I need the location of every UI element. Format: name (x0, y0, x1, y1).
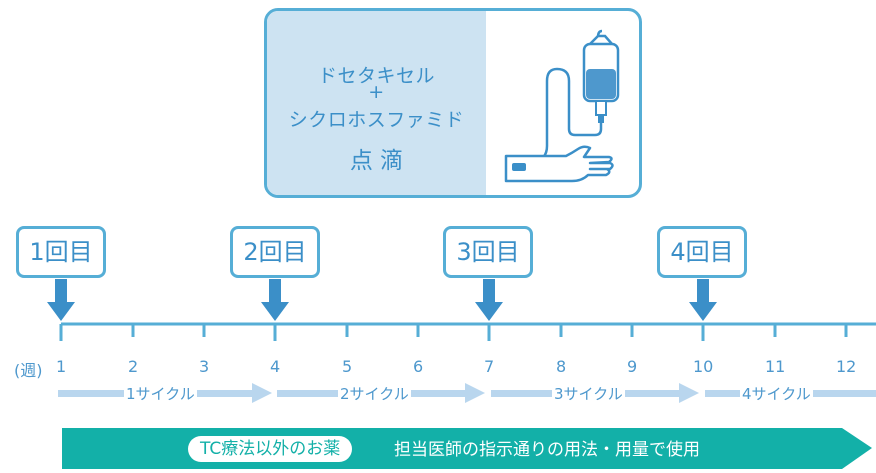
drug-name-docetaxel: ドセタキセル (317, 65, 435, 87)
week-label-9: 9 (627, 357, 638, 376)
iv-drip-icon (504, 29, 620, 183)
week-label-12: 12 (836, 357, 857, 376)
dose-arrow-2 (261, 279, 289, 321)
drug-name-panel (267, 11, 486, 195)
drug-info-box: ドセタキセル + シクロホスファミド 点 滴 (264, 8, 642, 198)
cycle-label-1: 1サイクル (124, 383, 197, 404)
cycle-label-4: 4サイクル (740, 383, 813, 404)
dose-arrow-4 (689, 279, 717, 321)
cycle-label-3: 3サイクル (552, 383, 625, 404)
dose-box-2: 2回目 (230, 226, 320, 278)
drug-name-cyclophosphamide: シクロホスファミド (288, 109, 465, 131)
dose-box-1: 1回目 (16, 226, 106, 278)
week-label-3: 3 (199, 357, 210, 376)
drug-route-label: 点 滴 (349, 148, 404, 174)
drug-plus-sign: + (368, 81, 385, 103)
week-label-2: 2 (128, 357, 139, 376)
week-label-5: 5 (342, 357, 353, 376)
banner-pill-label: TC療法以外のお薬 (188, 436, 353, 462)
dose-box-4: 4回目 (657, 226, 747, 278)
week-label-1: 1 (56, 357, 67, 376)
week-label-11: 11 (765, 357, 786, 376)
week-label-8: 8 (556, 357, 567, 376)
dose-box-3: 3回目 (443, 226, 533, 278)
dose-arrow-3 (475, 279, 503, 321)
week-label-4: 4 (270, 357, 281, 376)
week-label-10: 10 (693, 357, 714, 376)
banner-description: 担当医師の指示通りの用法・用量で使用 (394, 440, 700, 460)
week-unit-label: (週) (14, 361, 43, 380)
week-label-6: 6 (413, 357, 424, 376)
dose-arrow-1 (47, 279, 75, 321)
cycle-label-2: 2サイクル (338, 383, 411, 404)
week-label-7: 7 (484, 357, 495, 376)
